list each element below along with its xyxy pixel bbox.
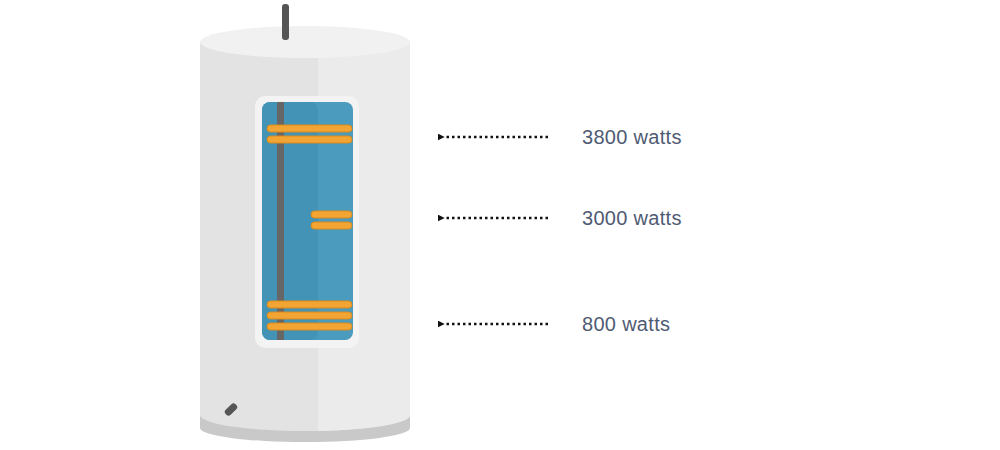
leader-arrows xyxy=(444,137,548,324)
cutaway-frame xyxy=(255,96,359,348)
middle-element xyxy=(311,222,352,229)
leader-arrow xyxy=(444,136,548,139)
heating-elements xyxy=(267,125,352,330)
leader-arrow xyxy=(444,217,548,220)
wattage-label: 3800 watts xyxy=(582,125,682,149)
wattage-label: 3000 watts xyxy=(582,206,682,230)
upper-element xyxy=(267,136,352,143)
lower-element xyxy=(267,301,352,308)
middle-element xyxy=(311,211,352,218)
lower-element xyxy=(267,323,352,330)
inlet-pipe xyxy=(282,4,289,40)
wattage-label: 800 watts xyxy=(582,312,670,336)
tank-body xyxy=(200,42,410,431)
leader-arrow xyxy=(444,323,548,326)
tank-top xyxy=(200,26,410,58)
lower-element xyxy=(267,312,352,319)
upper-element xyxy=(267,125,352,132)
water xyxy=(262,102,353,340)
inlet-pipe-end xyxy=(282,24,289,40)
drain-valve xyxy=(224,402,239,417)
